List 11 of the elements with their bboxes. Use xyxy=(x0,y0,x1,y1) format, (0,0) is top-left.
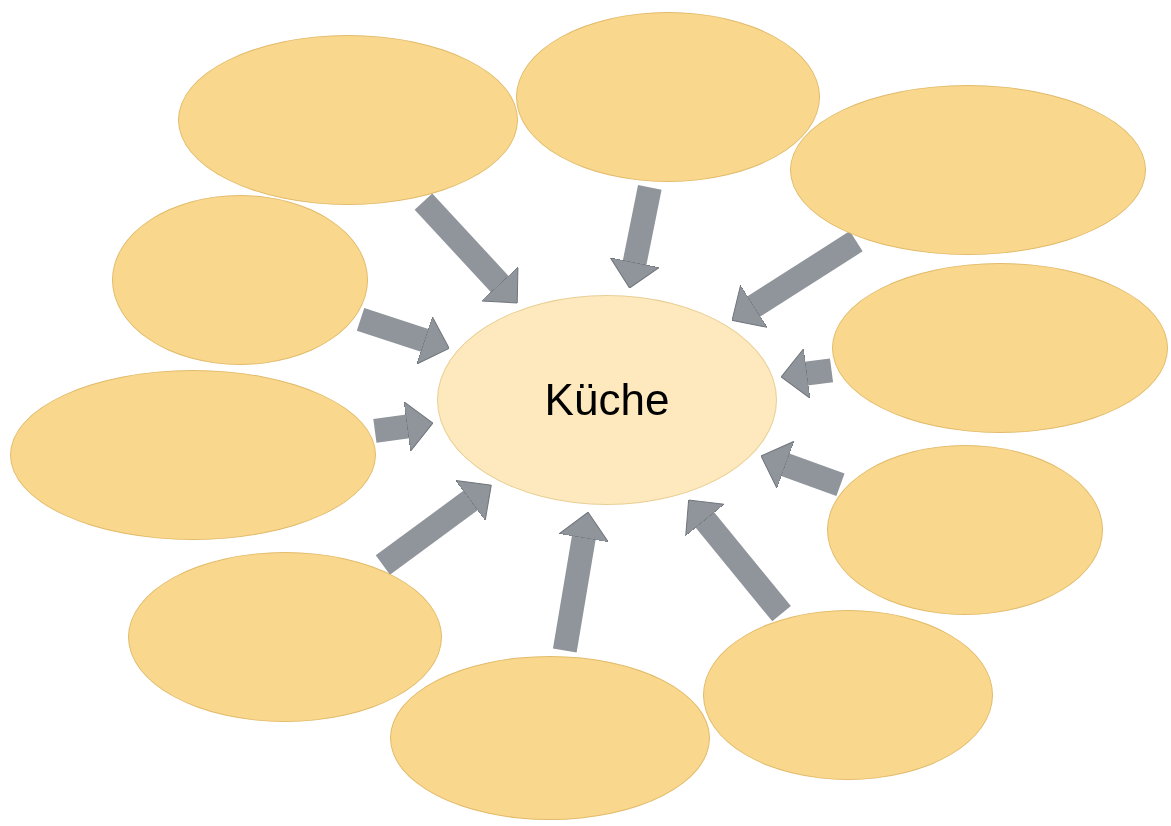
block-arrow xyxy=(373,401,434,452)
block-arrow xyxy=(375,479,492,575)
block-arrow xyxy=(685,499,791,622)
block-arrow xyxy=(760,440,845,497)
block-arrow xyxy=(780,348,834,399)
block-arrow xyxy=(731,231,863,328)
block-arrow xyxy=(356,308,450,365)
node-label: Küche xyxy=(544,374,670,426)
block-arrow xyxy=(414,193,519,304)
block-arrow xyxy=(552,511,609,653)
block-arrow xyxy=(609,185,662,289)
